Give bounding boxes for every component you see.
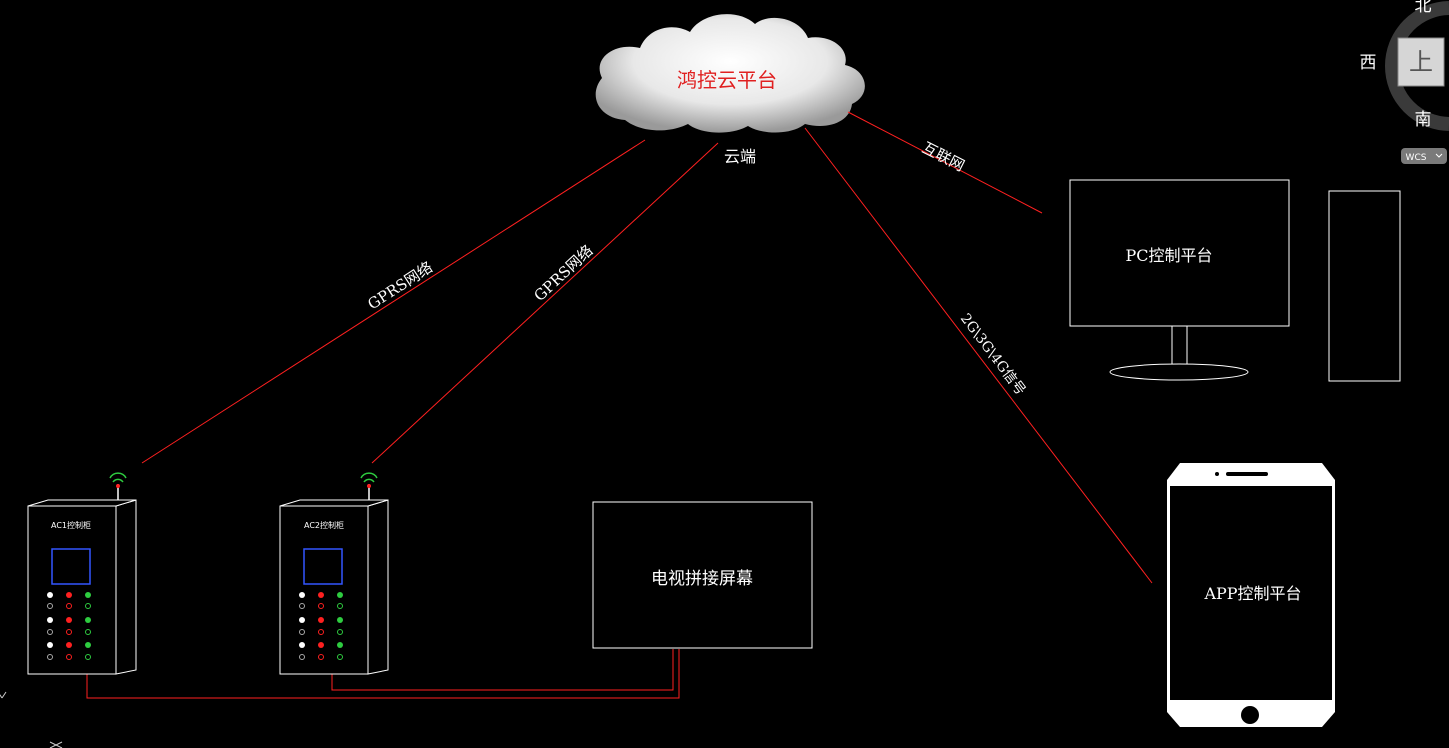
cabinet-side — [367, 499, 389, 675]
viewcube-top-label: 上 — [1409, 48, 1433, 76]
cabinet-label: AC1控制柜 — [51, 520, 91, 530]
wcs-button-bg — [1401, 148, 1447, 164]
cabinet-front — [27, 505, 117, 675]
link-mobile-app — [804, 127, 1153, 584]
cloud-title: 鸿控云平台 — [677, 68, 777, 92]
cabinet-label: AC2控制柜 — [304, 520, 344, 530]
viewcube-north[interactable]: 北 — [1415, 0, 1432, 16]
label-mobile-signal: 2G\3G\4G信号 — [957, 311, 1029, 399]
link-gprs-ac1 — [141, 139, 646, 464]
cabinet-ac2: AC2控制柜 — [279, 472, 389, 675]
label-gprs-2: GPRS网络 — [530, 242, 596, 305]
tv-wall-frame — [592, 501, 813, 649]
pc-base — [1109, 363, 1249, 381]
wcs-button-label: WCS — [1406, 153, 1427, 163]
wcs-button[interactable]: WCS — [1401, 148, 1447, 164]
chevron-down-icon — [1435, 153, 1443, 158]
label-gprs-1: GPRS网络 — [364, 258, 436, 313]
link-internet-pc — [847, 111, 1043, 214]
tv-wall-label: 电视拼接屏幕 — [651, 569, 753, 589]
pc-monitor — [1069, 179, 1290, 327]
phone-home-button — [1241, 706, 1259, 724]
link-ac1-tv — [86, 649, 680, 699]
phone-camera — [1215, 472, 1219, 476]
pc-label: PC控制平台 — [1125, 246, 1212, 265]
phone-label: APP控制平台 — [1203, 584, 1301, 603]
pc-tower — [1328, 190, 1401, 382]
link-gprs-ac2 — [371, 142, 719, 464]
viewcube[interactable]: 上 北 西 南 WCS — [1360, 0, 1449, 164]
cabinet-ac1: AC1控制柜 — [27, 472, 137, 675]
cloud-shape — [595, 14, 865, 133]
cabinet-indicators — [299, 592, 343, 660]
cabinet-side — [115, 499, 137, 675]
cabinet-front — [279, 505, 369, 675]
ucs-icon — [0, 691, 63, 748]
pc-station: PC控制平台 — [1069, 179, 1401, 382]
label-internet: 互联网 — [919, 139, 967, 175]
phone-device: APP控制平台 — [1167, 463, 1335, 727]
link-ac2-tv — [331, 649, 674, 691]
cloud-subtitle: 云端 — [724, 147, 756, 166]
links — [86, 111, 1153, 699]
viewcube-south[interactable]: 南 — [1415, 110, 1432, 130]
viewcube-west[interactable]: 西 — [1360, 53, 1377, 73]
tv-wall: 电视拼接屏幕 — [592, 501, 813, 649]
antenna-icon — [360, 472, 378, 500]
cabinet-top — [27, 499, 137, 507]
cabinet-display — [303, 548, 343, 585]
cloud-platform: 鸿控云平台 云端 — [595, 14, 865, 166]
antenna-icon — [109, 472, 127, 500]
cabinet-display — [51, 548, 91, 585]
cabinet-indicators — [47, 592, 91, 660]
viewcube-top-face[interactable] — [1397, 37, 1445, 87]
viewcube-ring — [1384, 1, 1449, 131]
cabinet-top — [279, 499, 389, 507]
phone-speaker — [1226, 472, 1268, 476]
phone-screen — [1170, 486, 1332, 700]
